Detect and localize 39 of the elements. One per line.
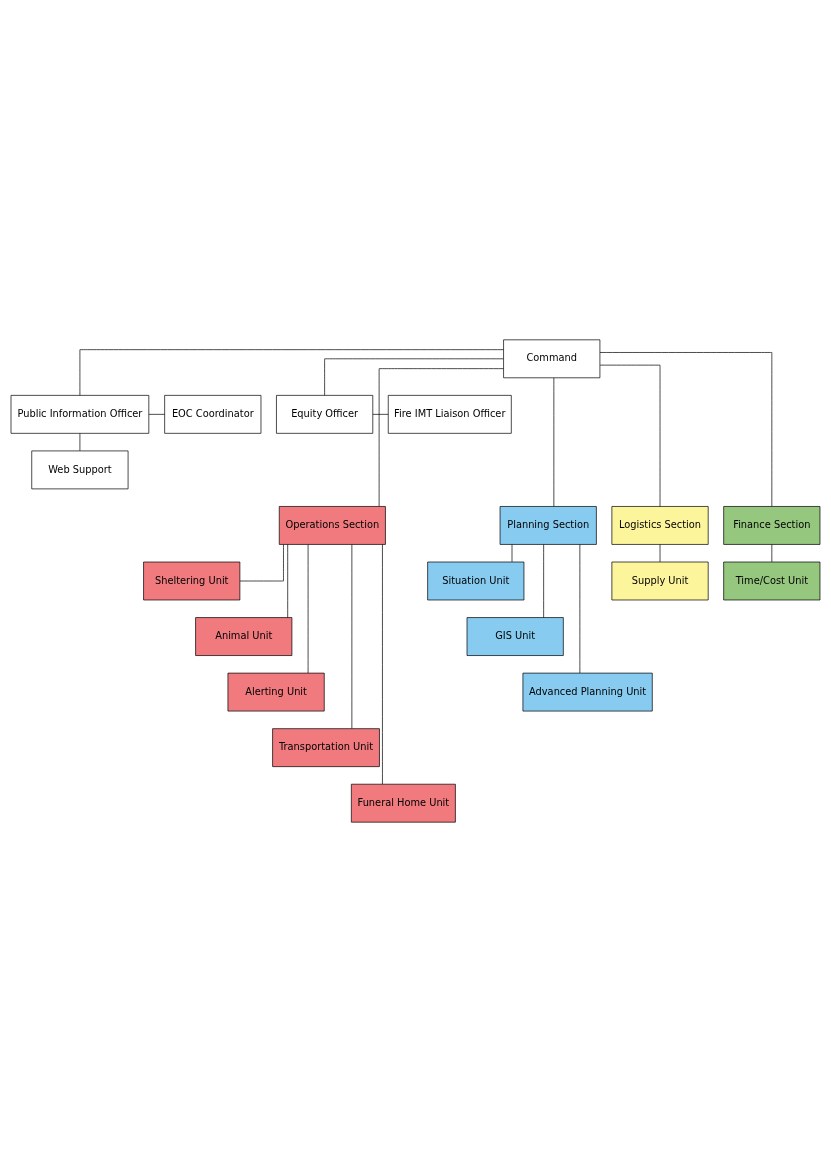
node-box: Planning Section <box>499 506 597 545</box>
node-box: Logistics Section <box>611 506 709 545</box>
node-box: Command <box>503 339 601 379</box>
connector <box>324 358 504 396</box>
node-box: Web Support <box>31 450 129 490</box>
node-box: Operations Section <box>278 506 386 545</box>
connector <box>351 544 353 729</box>
node-box: Alerting Unit <box>227 672 325 712</box>
connector <box>771 544 773 563</box>
connector <box>382 544 383 785</box>
connector <box>79 349 504 396</box>
connector <box>599 364 661 507</box>
connector <box>511 544 513 563</box>
node-box: EOC Coordinator <box>164 395 262 434</box>
connector <box>579 544 581 674</box>
connector <box>239 544 284 582</box>
connector <box>148 414 165 415</box>
node-box: Fire IMT Liaison Officer <box>387 395 512 434</box>
node-box: Time/Cost Unit <box>723 561 821 601</box>
connector <box>287 544 289 618</box>
connector <box>378 368 504 507</box>
node-box: Public Information Officer <box>10 395 150 434</box>
node-box: Equity Officer <box>276 395 374 434</box>
connector <box>599 352 773 507</box>
connector <box>79 433 81 452</box>
node-box: Funeral Home Unit <box>351 783 456 823</box>
connector <box>659 544 661 563</box>
node-box: Sheltering Unit <box>143 561 241 601</box>
connector <box>543 544 544 618</box>
node-box: Situation Unit <box>427 561 525 601</box>
node-box: Supply Unit <box>611 561 709 601</box>
node-box: GIS Unit <box>466 617 564 656</box>
node-box: Transportation Unit <box>272 728 380 767</box>
node-box: Advanced Planning Unit <box>522 672 653 712</box>
connector <box>553 377 555 507</box>
node-box: Animal Unit <box>195 617 293 656</box>
connector <box>307 544 309 674</box>
node-box: Finance Section <box>723 506 821 545</box>
connector <box>372 414 389 415</box>
